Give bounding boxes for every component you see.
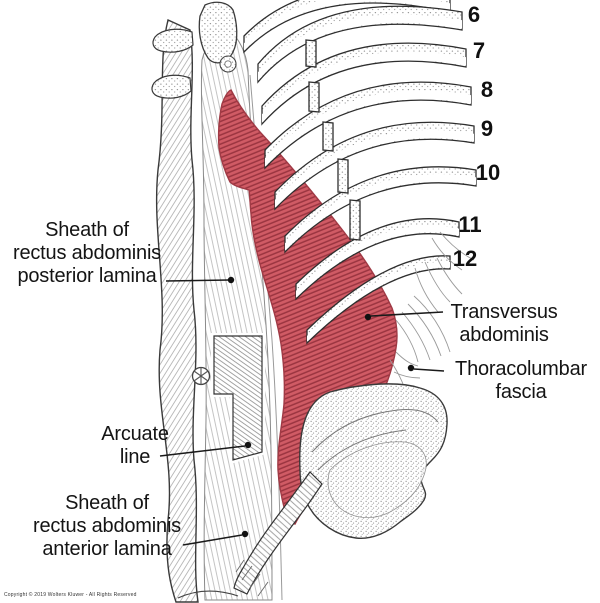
umbilicus-icon [191,366,211,386]
rib-number-6: 6 [467,2,481,27]
transverse-process-1 [152,28,194,53]
dot-transversus [364,313,372,321]
label-line: rectus abdominis [33,515,181,537]
leader-transversus [370,311,444,317]
thoracolumbar-fascia-texture [389,231,475,397]
rib-cage [243,0,477,345]
rib-8-highlight [265,90,471,167]
label-line: posterior lamina [17,265,157,287]
label-line: abdominis [459,324,549,346]
leader-dots [227,276,415,538]
label-anterior-lamina: Sheath of rectus abdominis anterior lami… [17,492,197,561]
dot-posterior-lamina [227,276,235,284]
label-transversus-abdominis: Transversus abdominis [424,301,584,347]
intercostal-connector [337,158,349,194]
label-line: rectus abdominis [13,242,161,264]
cord-fray-ticks [235,559,269,597]
label-arcuate-line: Arcuate line [75,423,195,469]
rib-6-shape [257,5,463,84]
rib-number-11: 11 [458,212,482,237]
transverse-process-2 [151,74,192,99]
xiphoid-shape [198,1,238,64]
label-line: Arcuate [101,423,169,445]
dot-thoracolumbar [407,364,415,372]
leader-posterior-lamina [165,279,230,282]
label-line: Sheath of [65,492,149,514]
inguinal-cord-shape [233,471,323,595]
intercostal-connector [308,81,320,113]
label-line: Thoracolumbar [455,358,587,380]
rib-6-highlight [258,14,462,81]
iliac-crest-inner-shade [327,441,427,518]
intercostal-connector [305,39,317,68]
rib-10-highlight [285,174,476,251]
leader-lines [159,279,445,546]
vertebral-facet-center [224,60,232,68]
leader-anterior-lamina [182,534,243,546]
arcuate-window [213,335,263,461]
intercostal-connector [349,199,361,241]
intercostal-connector [322,121,334,152]
rib-number-12: 12 [452,246,478,271]
label-line: anterior lamina [42,538,172,560]
iliac-crest-lip-lines [311,409,439,471]
label-posterior-lamina: Sheath of rectus abdominis posterior lam… [0,219,174,288]
label-line: line [119,446,151,468]
rib-number-7: 7 [472,38,486,63]
rib-number-9: 9 [480,116,494,141]
dot-arcuate [244,441,252,449]
label-line: fascia [495,381,547,403]
rib-5-highlight [244,0,450,51]
leader-arcuate [159,445,246,457]
label-thoracolumbar-fascia: Thoracolumbar fascia [442,358,600,404]
leader-thoracolumbar [413,368,445,372]
dot-anterior-lamina [241,530,249,538]
rib-9-highlight [275,129,474,208]
label-line: Sheath of [45,219,129,241]
copyright-notice: Copyright © 2019 Wolters Kluwer - All Ri… [4,592,137,598]
rib-number-10: 10 [475,160,501,185]
rib-7-highlight [262,51,466,123]
label-line: Transversus [450,301,558,323]
torso-left-edge [155,19,199,603]
torso-bottom-edge [177,590,239,599]
rib-number-8: 8 [480,77,494,102]
rib-11-highlight [296,225,459,298]
